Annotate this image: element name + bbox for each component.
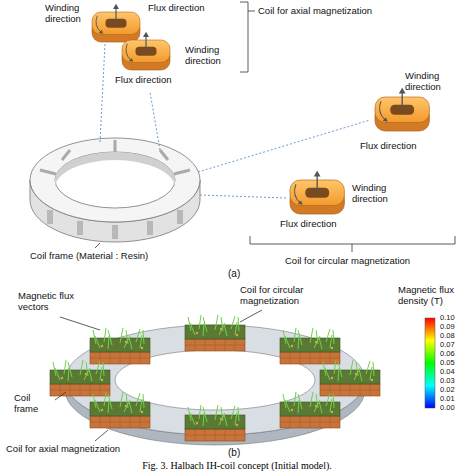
color-bar	[425, 318, 435, 408]
direction-label: Flux direction	[280, 218, 337, 229]
bracket	[250, 236, 455, 252]
direction-label: Winding direction	[185, 44, 235, 67]
part-label: Coil frame	[14, 392, 56, 415]
coil-block	[185, 315, 245, 351]
frame-inner-wall	[55, 152, 175, 188]
colorbar-value: 0.01	[440, 394, 455, 403]
group-label: Coil for axial magnetization	[258, 5, 372, 16]
figure-caption: Fig. 3. Halbach IH-coil concept (Initial…	[0, 460, 474, 471]
part-label: Magnetic flux vectors	[18, 290, 96, 313]
panel-label: (b)	[228, 447, 240, 459]
frame-top	[30, 138, 200, 222]
direction-label: Winding direction	[45, 2, 93, 25]
leader-line	[95, 243, 100, 248]
direction-label: Winding direction	[352, 182, 404, 205]
frame-slot	[77, 221, 83, 235]
colorbar-value: 0.00	[440, 403, 455, 412]
part-label: Coil for axial magnetization	[6, 443, 120, 454]
coil-block	[320, 360, 380, 396]
direction-label: Flux direction	[115, 74, 172, 85]
axial-coil	[92, 4, 140, 42]
frame-slot	[47, 210, 53, 224]
group-label: Coil for circular magnetization	[285, 255, 410, 266]
part-label: Coil frame (Material : Resin)	[30, 250, 148, 261]
colorbar-value: 0.07	[440, 340, 455, 349]
colorbar-value: 0.09	[440, 322, 455, 331]
colorbar-value: 0.10	[440, 313, 455, 322]
circular-coil	[290, 171, 344, 214]
bracket	[240, 2, 255, 72]
colorbar-value: 0.05	[440, 358, 455, 367]
coil-block	[185, 405, 245, 441]
direction-label: Winding direction	[405, 70, 457, 93]
colorbar-value: 0.03	[440, 376, 455, 385]
coil-block	[280, 328, 340, 364]
coil-block	[50, 360, 110, 396]
colorbar-value: 0.06	[440, 349, 455, 358]
circular-coil	[375, 88, 429, 131]
leader-line	[55, 310, 262, 441]
frame-radial-slots	[40, 140, 190, 174]
direction-label: Flux direction	[148, 2, 205, 13]
panel-label: (a)	[228, 268, 240, 280]
coil-block	[90, 392, 150, 428]
group-label: Coil for circular magnetization	[240, 284, 335, 307]
coil-block	[90, 328, 150, 364]
colorbar-value: 0.02	[440, 385, 455, 394]
colorbar-title: Magnetic flux density (T)	[398, 284, 470, 307]
frame-slot	[177, 210, 183, 224]
colorbar-value: 0.08	[440, 331, 455, 340]
frame-slot	[112, 225, 118, 239]
frame-slot	[147, 221, 153, 235]
coil-block	[280, 392, 340, 428]
colorbar-value: 0.04	[440, 367, 455, 376]
axial-coil	[122, 32, 170, 70]
direction-label: Flux direction	[360, 140, 417, 151]
